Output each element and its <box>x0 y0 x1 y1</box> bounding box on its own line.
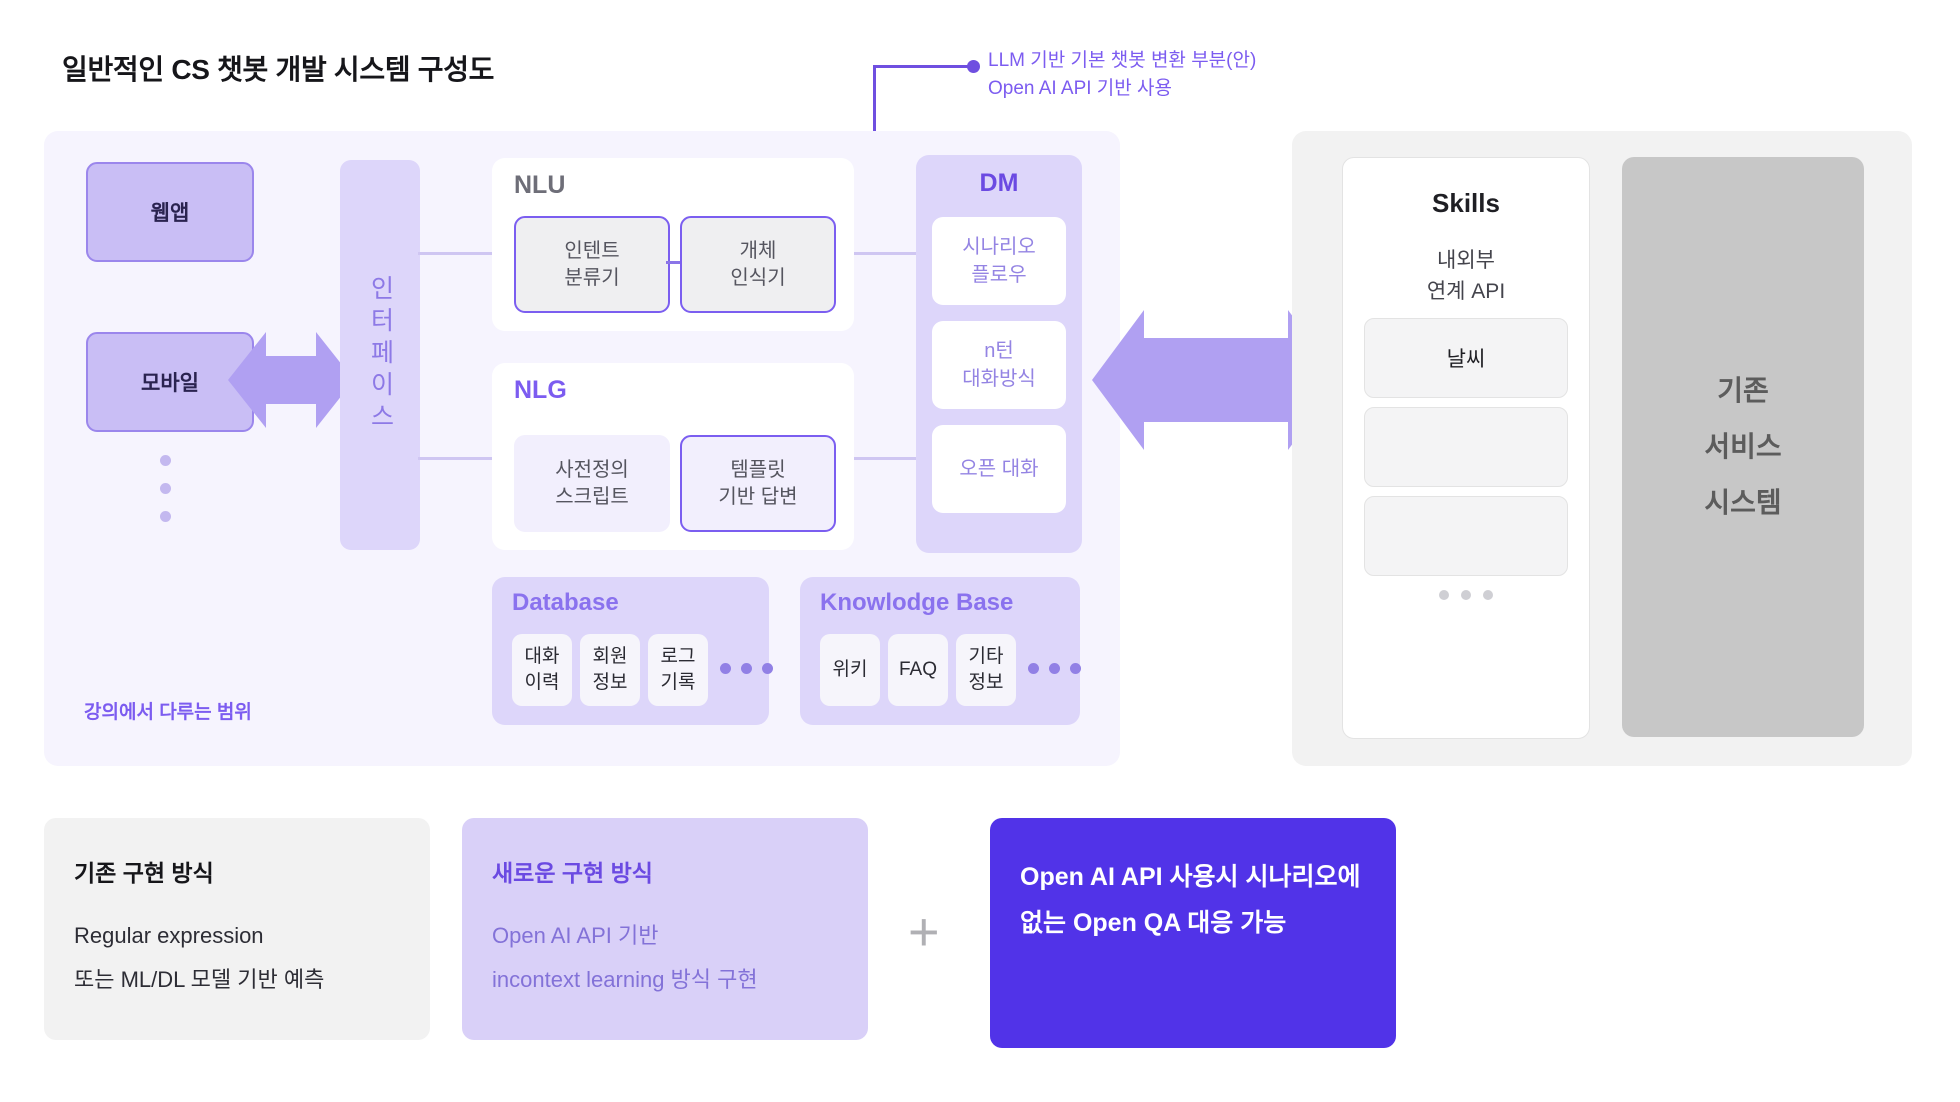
dm-item-scenario-flow[interactable]: 시나리오 플로우 <box>932 217 1066 305</box>
legend-body-existing: Regular expression 또는 ML/DL 모델 기반 예측 <box>74 923 325 992</box>
callout-label: LLM 기반 기본 챗봇 변환 부분(안) Open AI API 기반 사용 <box>988 50 1257 99</box>
plus-icon: + <box>908 902 940 962</box>
knowledge-base-chip-wiki[interactable]: 위키 <box>820 634 880 706</box>
connector-interface-to-nlu <box>418 252 494 255</box>
lecture-scope-label: 강의에서 다루는 범위 <box>84 702 252 723</box>
dm-item-n-turn-dialog[interactable]: n턴 대화방식 <box>932 321 1066 409</box>
nlu-panel: NLU 인텐트 분류기 개체 인식기 <box>492 158 854 331</box>
callout-connector-horizontal-top <box>873 65 970 68</box>
nlg-panel: NLG 사전정의 스크립트 템플릿 기반 답변 <box>492 363 854 550</box>
legend-body-new: Open AI API 기반 incontext learning 방식 구현 <box>492 923 758 992</box>
interface-label: 인터페이스 <box>366 275 395 435</box>
legend-card-new-method: 새로운 구현 방식 Open AI API 기반 incontext learn… <box>462 818 868 1040</box>
client-box-mobile[interactable]: 모바일 <box>86 332 254 432</box>
knowledge-base-chip-faq[interactable]: FAQ <box>888 634 948 706</box>
nlu-unit-intent-classifier[interactable]: 인텐트 분류기 <box>514 216 670 313</box>
database-more-dots-icon <box>720 663 773 674</box>
database-chip-member-info[interactable]: 회원 정보 <box>580 634 640 706</box>
database-title: Database <box>512 589 619 616</box>
skills-card: Skills 내외부 연계 API 날씨 <box>1342 157 1590 739</box>
knowledge-base-chip-other-info[interactable]: 기타 정보 <box>956 634 1016 706</box>
database-chip-conversation-history[interactable]: 대화 이력 <box>512 634 572 706</box>
dm-item-open-dialog[interactable]: 오픈 대화 <box>932 425 1066 513</box>
skills-subtitle: 내외부 연계 API <box>1426 249 1506 303</box>
knowledge-base-title: Knowlodge Base <box>820 589 1014 616</box>
nlg-unit-template-response[interactable]: 템플릿 기반 답변 <box>680 435 836 532</box>
connector-nlg-to-dm <box>852 457 916 460</box>
skills-slot-empty-2[interactable] <box>1364 496 1568 576</box>
skills-more-dots-icon <box>1343 590 1589 600</box>
client-box-webapp[interactable]: 웹앱 <box>86 162 254 262</box>
client-more-dots-icon <box>160 455 171 522</box>
legend-card-openai-benefit: Open AI API 사용시 시나리오에 없는 Open QA 대응 가능 <box>990 818 1396 1048</box>
page-title: 일반적인 CS 챗봇 개발 시스템 구성도 <box>62 54 495 85</box>
double-arrow-dm-skills-icon <box>1092 310 1340 450</box>
database-panel: Database 대화 이력 회원 정보 로그 기록 <box>492 577 773 725</box>
knowledge-base-more-dots-icon <box>1028 663 1081 674</box>
legend-title-new: 새로운 구현 방식 <box>492 860 653 886</box>
connector-interface-to-nlg <box>418 457 494 460</box>
dm-title: DM <box>979 169 1019 197</box>
knowledge-base-panel: Knowlodge Base 위키 FAQ 기타 정보 <box>800 577 1081 725</box>
interface-column: 인터페이스 <box>340 160 420 550</box>
nlu-unit-entity-recognizer[interactable]: 개체 인식기 <box>680 216 836 313</box>
connector-nlu-internal <box>666 261 680 264</box>
connector-nlu-to-dm <box>852 252 916 255</box>
callout-dot-icon <box>967 60 980 73</box>
skills-title: Skills <box>1432 188 1500 218</box>
nlg-title: NLG <box>514 376 567 404</box>
dm-panel: DM 시나리오 플로우 n턴 대화방식 오픈 대화 <box>916 155 1082 553</box>
skills-slot-empty-1[interactable] <box>1364 407 1568 487</box>
database-chip-log-record[interactable]: 로그 기록 <box>648 634 708 706</box>
legend-title-openai-benefit: Open AI API 사용시 시나리오에 없는 Open QA 대응 가능 <box>1020 863 1361 937</box>
double-arrow-client-interface-icon <box>228 332 354 428</box>
nlu-title: NLU <box>514 171 566 199</box>
legend-title-existing: 기존 구현 방식 <box>74 860 214 886</box>
nlg-unit-predefined-script[interactable]: 사전정의 스크립트 <box>514 435 670 532</box>
legend-card-existing-method: 기존 구현 방식 Regular expression 또는 ML/DL 모델 … <box>44 818 430 1040</box>
skills-slot-weather[interactable]: 날씨 <box>1364 318 1568 398</box>
legacy-service-system-card: 기존 서비스 시스템 <box>1622 157 1864 737</box>
